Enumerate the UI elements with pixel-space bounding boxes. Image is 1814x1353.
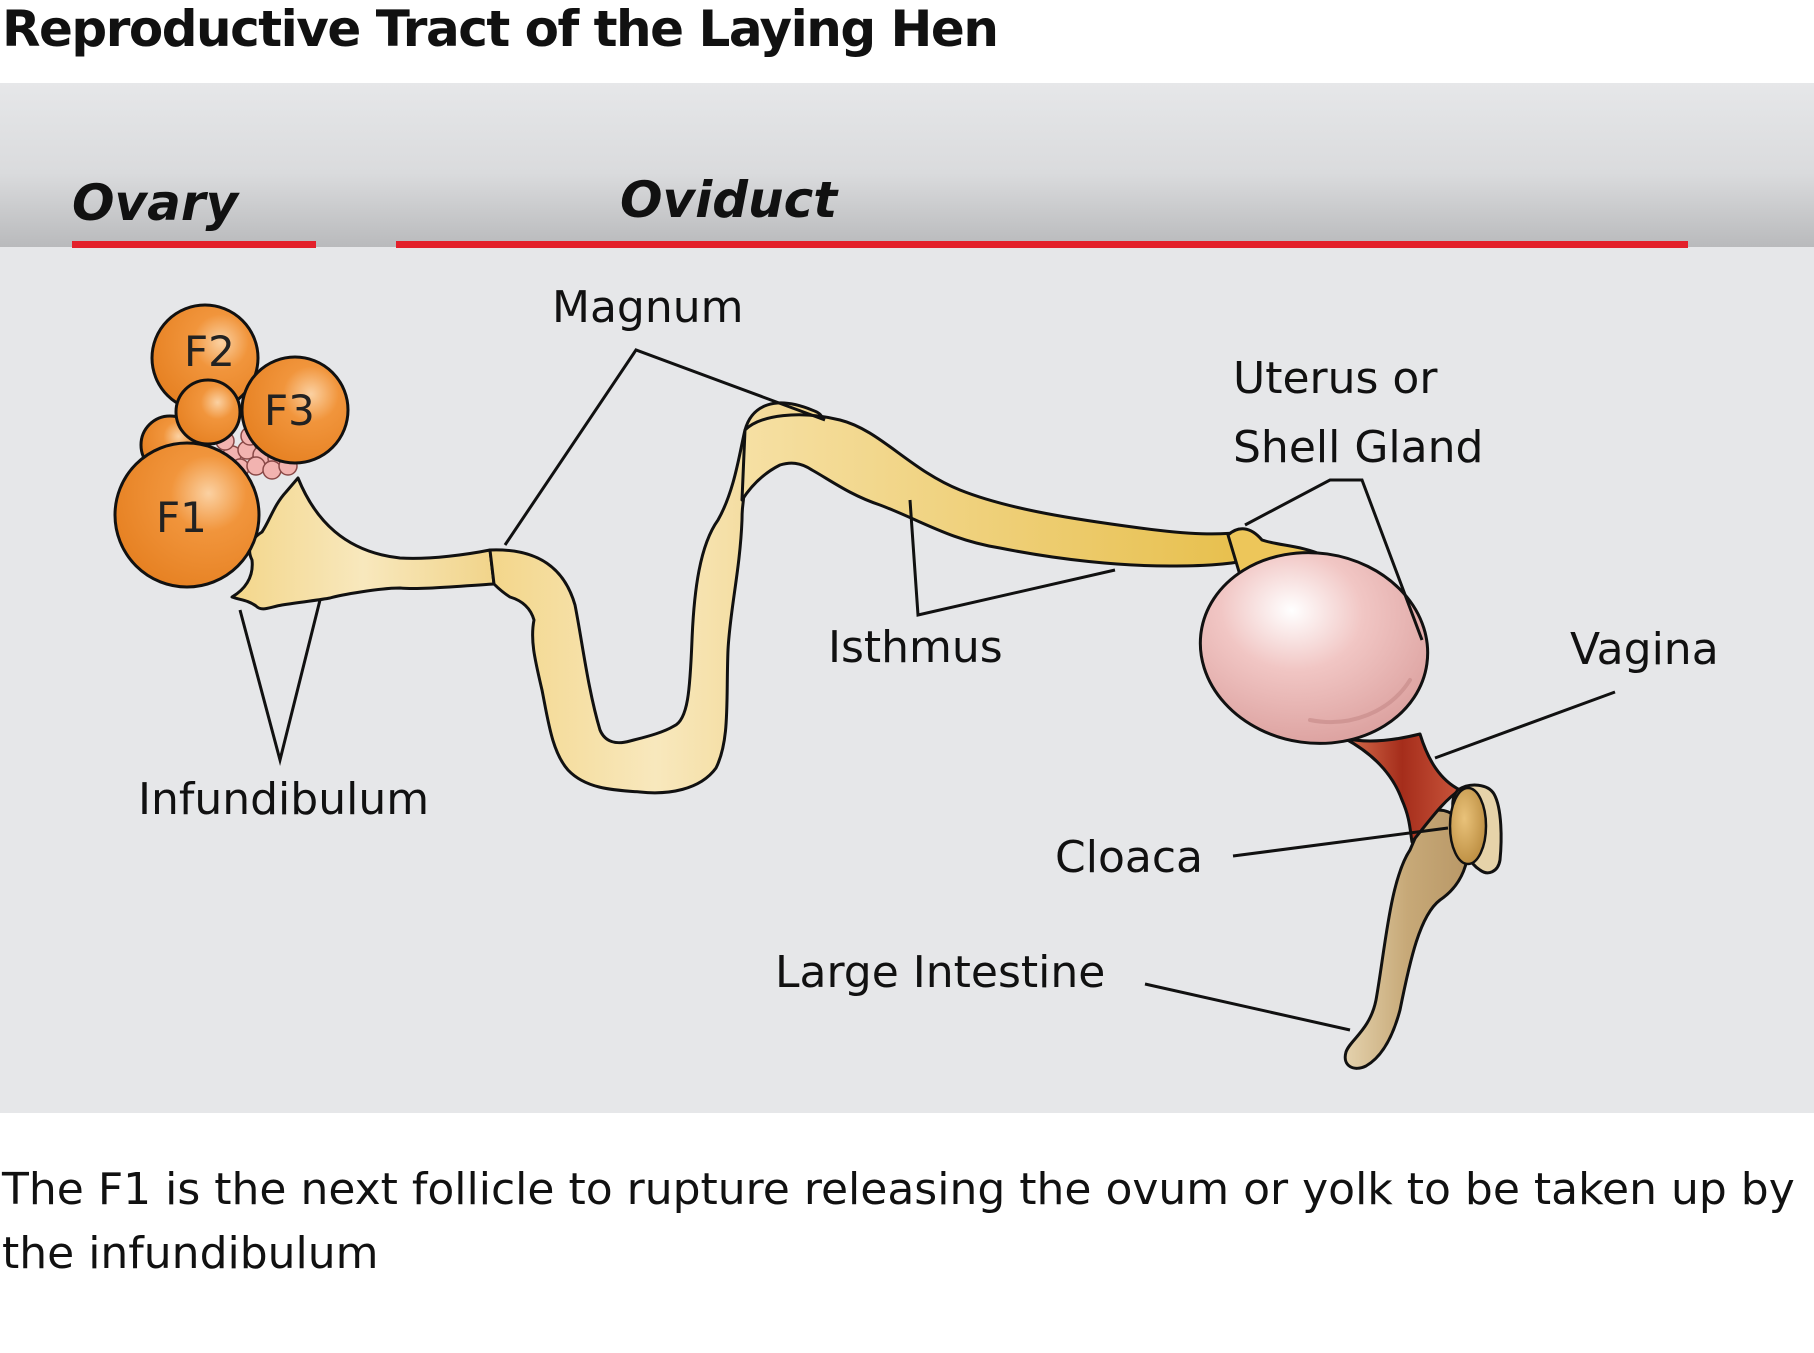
cloaca-opening (1448, 786, 1488, 866)
section-oviduct: Oviduct (620, 171, 839, 229)
label-vagina: Vagina (1570, 624, 1719, 675)
follicle-f1-label: F1 (156, 493, 207, 542)
section-header-band (0, 83, 1814, 247)
follicle-f2-label: F2 (184, 327, 235, 376)
follicle-f3-label: F3 (264, 386, 315, 435)
follicle-small-mid (174, 378, 242, 446)
infundibulum (230, 476, 496, 611)
hen-reproductive-tract-diagram: Ovary Oviduct F2 F3 F1 (0, 83, 1814, 1113)
large-intestine-leader (1144, 982, 1351, 1032)
label-infundibulum: Infundibulum (138, 774, 429, 825)
label-magnum: Magnum (552, 282, 744, 333)
small-follicle (246, 456, 266, 476)
leader-lines (238, 348, 1616, 1032)
isthmus (740, 413, 1252, 568)
oviduct-rule (396, 241, 1688, 248)
ovary-rule (72, 241, 316, 248)
label-cloaca: Cloaca (1055, 832, 1203, 883)
shell-gland-highlight (1308, 678, 1412, 725)
label-isthmus: Isthmus (828, 622, 1003, 673)
follicle-f1 (113, 441, 261, 589)
follicle-f3 (240, 355, 350, 465)
magnum-leader (503, 348, 826, 546)
shell-gland (1198, 551, 1430, 745)
small-follicle (262, 460, 282, 480)
label-uterus-line2: Shell Gland (1233, 422, 1483, 473)
label-uterus-line1: Uterus or (1233, 353, 1438, 404)
isthmus-leader (908, 499, 1116, 617)
section-ovary: Ovary (72, 174, 240, 232)
vagina (1342, 732, 1462, 844)
page-title: Reproductive Tract of the Laying Hen (2, 0, 999, 58)
caption: The F1 is the next follicle to rupture r… (2, 1164, 1795, 1279)
uterus-leader (1244, 478, 1424, 641)
infundibulum-leader (238, 599, 322, 766)
label-large-intestine: Large Intestine (775, 947, 1105, 998)
vagina-leader (1434, 690, 1616, 760)
cloaca-leader (1232, 826, 1449, 858)
